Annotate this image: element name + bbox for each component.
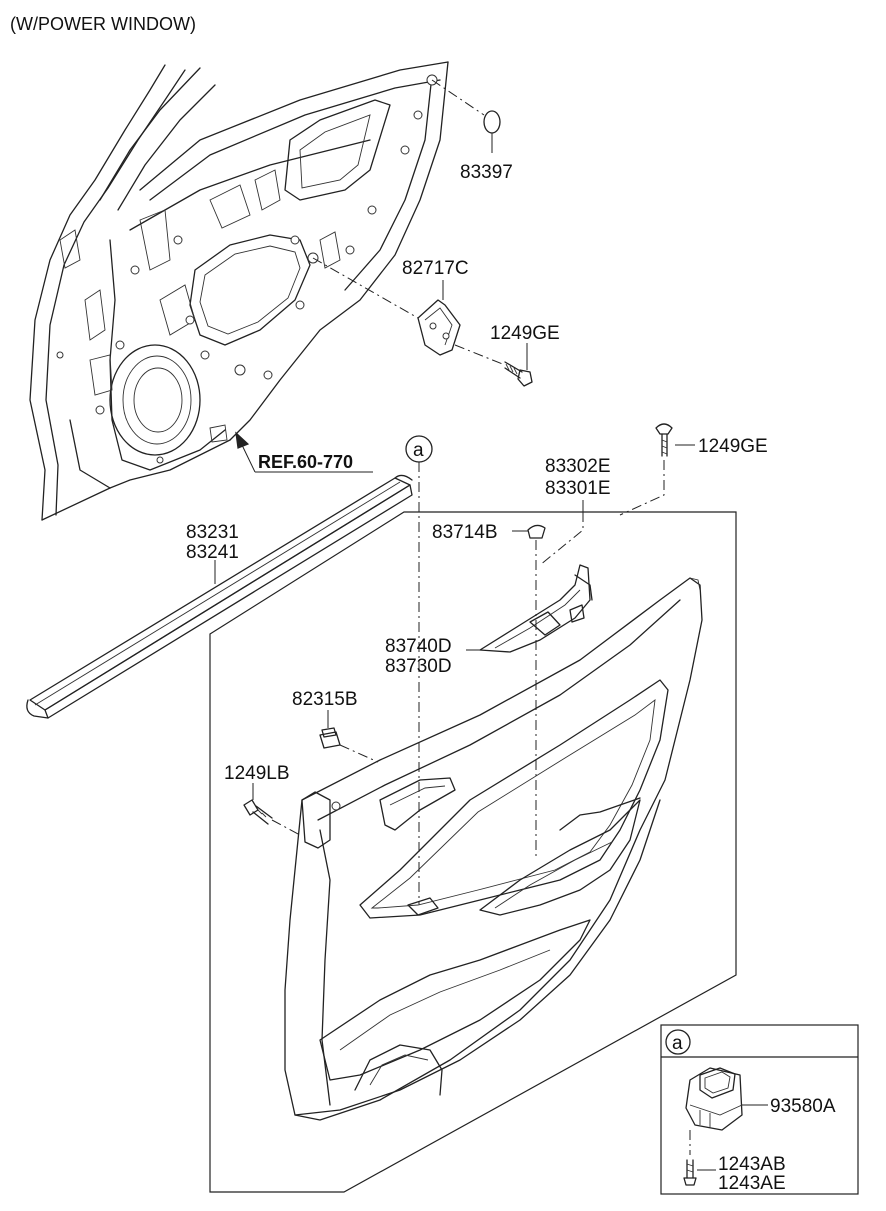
label-83730d: 83730D: [385, 656, 452, 677]
grommet-83397: 83397: [431, 79, 513, 183]
label-83714b: 83714B: [432, 522, 498, 543]
screw-1249lb: 1249LB: [224, 763, 301, 836]
diagram-title: (W/POWER WINDOW): [10, 14, 196, 34]
label-83301e: 83301E: [545, 478, 611, 499]
label-1243ab: 1243AB: [718, 1154, 786, 1175]
trim-panel-frame: [209, 511, 737, 1193]
trim-panel-label-group: 83302E 83301E: [545, 456, 611, 512]
label-93580a: 93580A: [770, 1096, 836, 1117]
label-83241: 83241: [186, 542, 239, 563]
bracket-82717c: 82717C: [312, 257, 469, 356]
power-window-switch-93580a: 93580A: [685, 1067, 836, 1155]
cap-83714b: 83714B: [432, 522, 546, 860]
callout-a-text: a: [413, 440, 424, 461]
clip-82315b: 82315B: [292, 689, 379, 763]
inset-a-text: a: [672, 1033, 683, 1054]
inset-box-a: a: [660, 1024, 859, 1195]
label-83231: 83231: [186, 522, 239, 543]
ref-60-770-label: REF.60-770: [258, 452, 353, 472]
label-1249ge-trim: 1249GE: [698, 436, 768, 457]
label-83740d: 83740D: [385, 636, 452, 657]
label-1243ae: 1243AE: [718, 1173, 786, 1194]
label-83302e: 83302E: [545, 456, 611, 477]
inside-handle-83740d: 83740D 83730D: [385, 512, 593, 677]
screw-1249ge-trim: 1249GE: [619, 423, 768, 516]
label-1249ge-bracket: 1249GE: [490, 323, 560, 344]
screw-1249ge-bracket: 1249GE: [454, 323, 560, 387]
reference-callout: REF.60-770: [235, 431, 373, 473]
weatherstrip-83231: 83231 83241: [26, 474, 413, 719]
door-trim-panel: [284, 577, 703, 1121]
door-inner-panel: [29, 61, 449, 521]
screw-1243ab: 1243AB 1243AE: [683, 1154, 786, 1194]
label-1249lb: 1249LB: [224, 763, 290, 784]
label-82315b: 82315B: [292, 689, 358, 710]
callout-a-marker: a: [405, 435, 433, 905]
label-83397: 83397: [460, 162, 513, 183]
label-82717c: 82717C: [402, 258, 469, 279]
